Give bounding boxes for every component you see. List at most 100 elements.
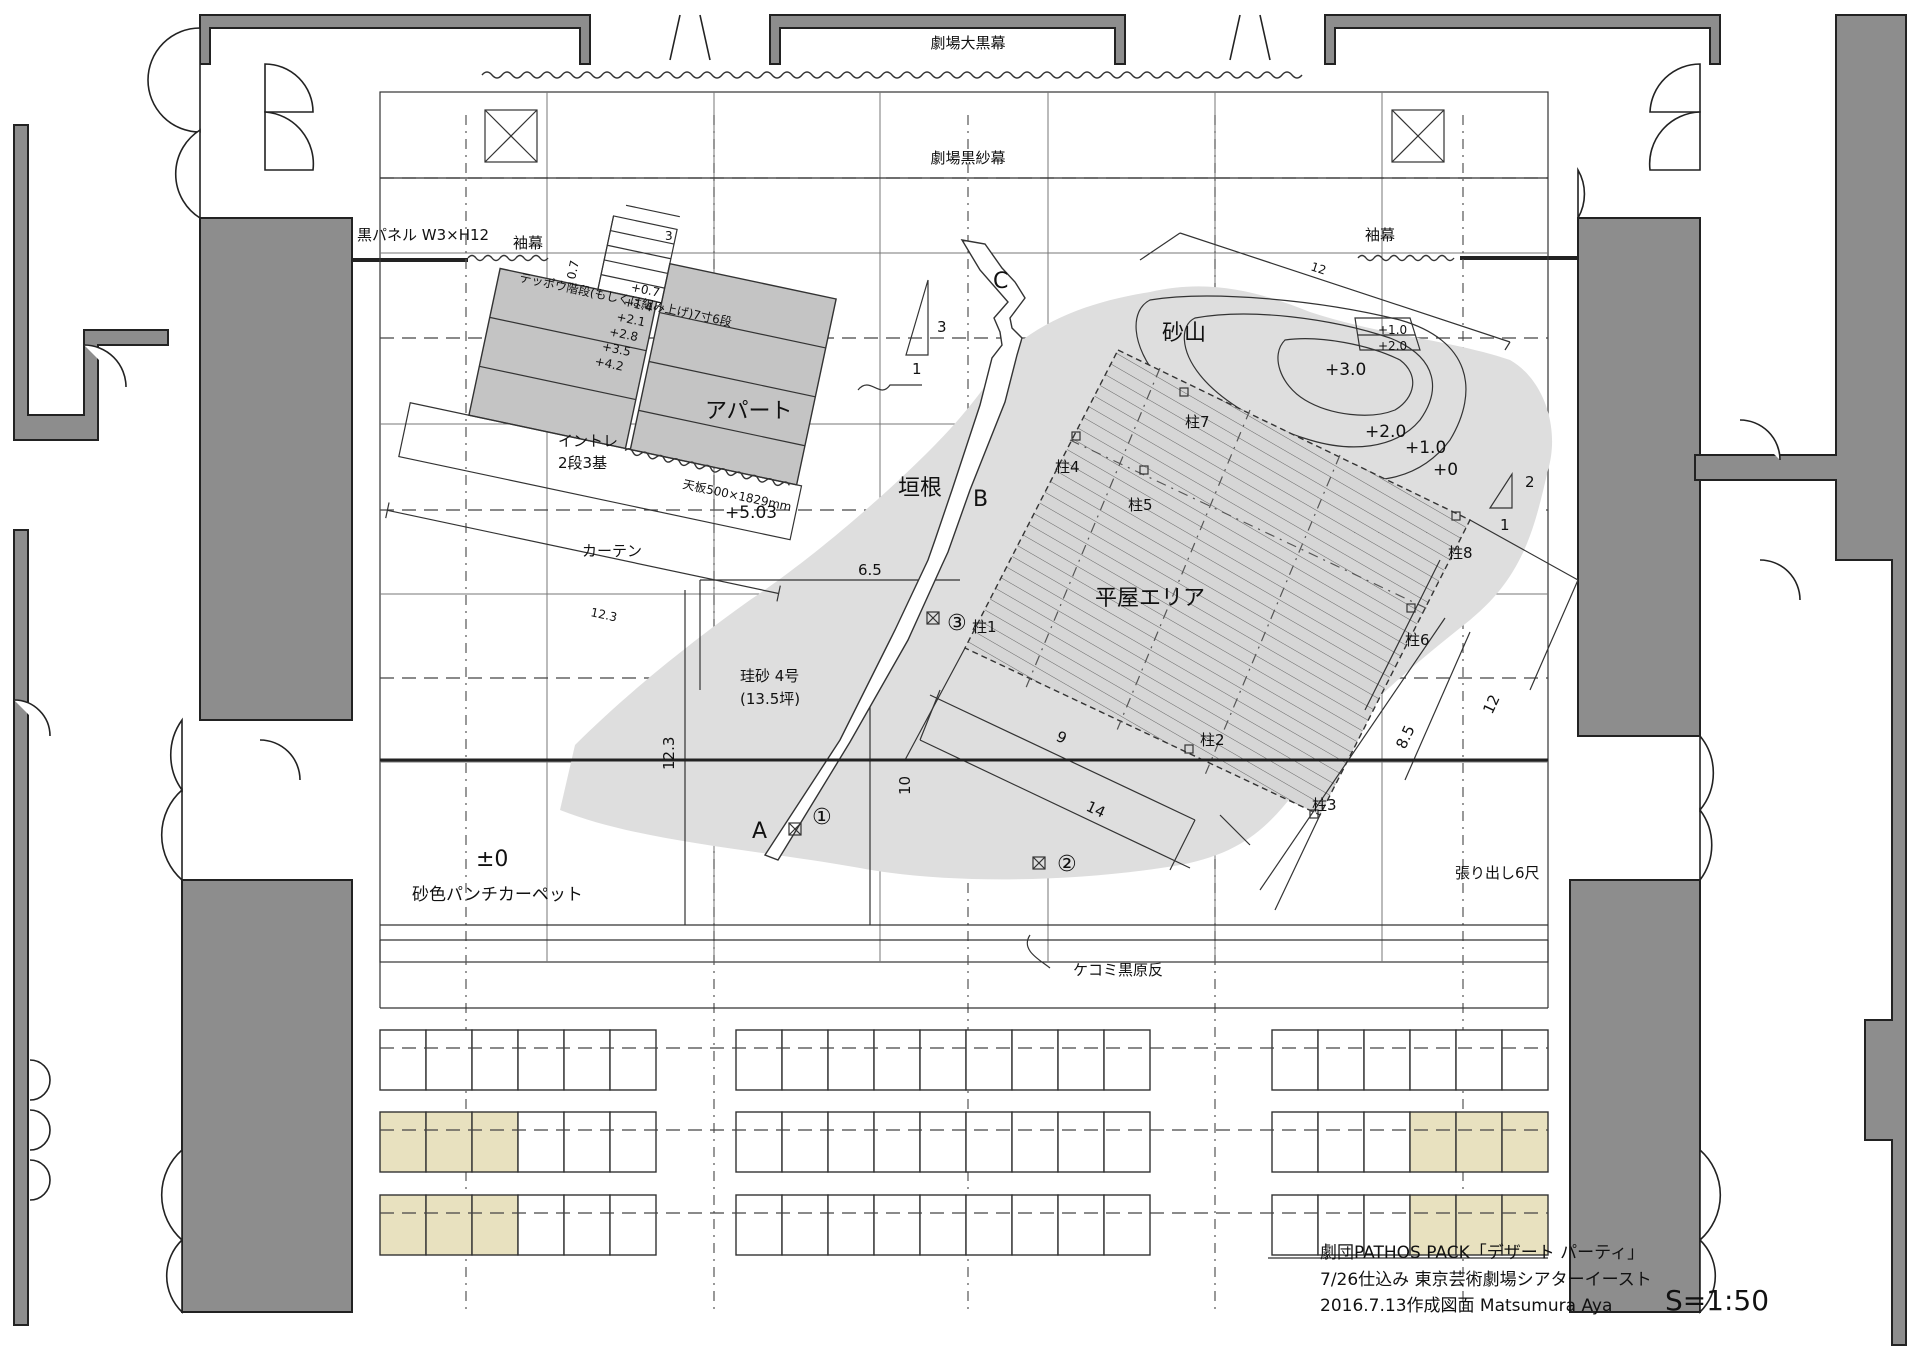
gauze-curtain-label: 劇場黒紗幕 bbox=[930, 149, 1005, 167]
dimension-8-5: 8.5 bbox=[1392, 722, 1418, 751]
seat bbox=[1455, 1111, 1503, 1173]
pillar-1-label: 柱1 bbox=[972, 618, 997, 636]
sand-hill-label: 砂山 bbox=[1162, 321, 1206, 346]
curtains bbox=[380, 71, 1548, 262]
seat bbox=[1455, 1029, 1503, 1091]
seat bbox=[379, 1029, 427, 1091]
seat bbox=[873, 1194, 921, 1256]
seat bbox=[1455, 1194, 1503, 1256]
fence-label: 垣根 bbox=[898, 476, 942, 501]
seat bbox=[1057, 1194, 1105, 1256]
seat bbox=[471, 1029, 519, 1091]
title-line-1: 劇団PATHOS PACK「デザート パーティ」 bbox=[1320, 1242, 1644, 1263]
pillar-3-label: 柱3 bbox=[1312, 796, 1337, 814]
seat bbox=[517, 1029, 565, 1091]
seat bbox=[563, 1111, 611, 1173]
seat bbox=[1409, 1194, 1457, 1256]
curtain-label: カーテン bbox=[582, 542, 642, 560]
seat bbox=[425, 1194, 473, 1256]
stair-step-6: +4.2 bbox=[594, 354, 625, 374]
title-line-3: 2016.7.13作成図面 Matsumura Aya bbox=[1320, 1296, 1612, 1316]
apron-label: 張り出し6尺 bbox=[1455, 864, 1540, 882]
point-b-label: B bbox=[973, 487, 988, 512]
pillar-2-label: 柱2 bbox=[1200, 731, 1225, 749]
mark-2: ② bbox=[1057, 852, 1077, 877]
seat bbox=[1501, 1029, 1549, 1091]
audience-seats bbox=[379, 1029, 1549, 1256]
seat bbox=[1501, 1111, 1549, 1173]
black-panel-label: 黒パネル W3×H12 bbox=[357, 226, 489, 244]
stair-step-3: +2.1 bbox=[615, 310, 646, 330]
seat bbox=[873, 1029, 921, 1091]
seat bbox=[1011, 1111, 1059, 1173]
hill-height-3: +3.0 bbox=[1325, 360, 1366, 380]
theatre-walls bbox=[13, 14, 1907, 1346]
seat bbox=[1271, 1194, 1319, 1256]
seat bbox=[919, 1194, 967, 1256]
seat bbox=[781, 1194, 829, 1256]
seat bbox=[1317, 1111, 1365, 1173]
slope-right-run: 1 bbox=[1500, 516, 1510, 534]
plan-labels: 劇場大黒幕 劇場黒紗幕 黒パネル W3×H12 袖幕 袖幕 3 0.7 テッポウ… bbox=[357, 34, 1540, 979]
seat bbox=[735, 1029, 783, 1091]
mark-1: ① bbox=[812, 805, 832, 830]
seat bbox=[1501, 1194, 1549, 1256]
apartment-structure bbox=[385, 204, 837, 602]
stair-step-5: +3.5 bbox=[601, 339, 632, 359]
sand-label-1: 珪砂 4号 bbox=[740, 667, 799, 685]
seat bbox=[735, 1194, 783, 1256]
doors bbox=[13, 14, 1801, 1314]
seat bbox=[1363, 1029, 1411, 1091]
seat bbox=[1409, 1111, 1457, 1173]
markers bbox=[788, 611, 1046, 870]
point-a-label: A bbox=[752, 819, 767, 844]
seat bbox=[517, 1194, 565, 1256]
pillar-6-label: 柱6 bbox=[1405, 631, 1430, 649]
intore-label-1: イントレ bbox=[558, 432, 618, 450]
stair-step-2: +1.4 bbox=[622, 295, 653, 315]
dimension-6-5: 6.5 bbox=[858, 561, 882, 579]
apartment-length-label: 12.3 bbox=[589, 605, 618, 624]
seat bbox=[827, 1194, 875, 1256]
wing-curtain-right-label: 袖幕 bbox=[1365, 226, 1395, 244]
front-floor bbox=[379, 758, 1549, 1009]
seat bbox=[1011, 1194, 1059, 1256]
seat bbox=[1271, 1029, 1319, 1091]
pillar-4-label: 柱4 bbox=[1055, 458, 1080, 476]
seat bbox=[919, 1111, 967, 1173]
kekomi-label: ケコミ黒原反 bbox=[1073, 961, 1163, 979]
stair-width-label: 3 bbox=[665, 229, 673, 243]
pillar-5-label: 柱5 bbox=[1128, 496, 1153, 514]
seat bbox=[827, 1111, 875, 1173]
seat bbox=[471, 1111, 519, 1173]
dimension-10: 10 bbox=[896, 776, 914, 795]
seat bbox=[609, 1194, 657, 1256]
hill-height-2: +2.0 bbox=[1365, 422, 1406, 442]
seat bbox=[379, 1194, 427, 1256]
pillar-8-label: 柱8 bbox=[1448, 544, 1473, 562]
title-block: 劇団PATHOS PACK「デザート パーティ」 7/26仕込み 東京芸術劇場シ… bbox=[1268, 1242, 1769, 1317]
stair-step-1: +0.7 bbox=[630, 280, 661, 300]
seat bbox=[609, 1111, 657, 1173]
scale-label: S=1:50 bbox=[1665, 1284, 1769, 1317]
seat bbox=[1011, 1029, 1059, 1091]
slope-right-rise: 2 bbox=[1525, 473, 1535, 491]
stair-top-label: 0.7 bbox=[564, 259, 582, 281]
apartment-label: アパート bbox=[705, 399, 793, 424]
seat bbox=[1103, 1194, 1151, 1256]
seat bbox=[965, 1111, 1013, 1173]
seat bbox=[609, 1029, 657, 1091]
apartment-height-label: +5.03 bbox=[725, 503, 777, 523]
hill-height-1: +1.0 bbox=[1405, 438, 1446, 458]
pillar-7-label: 柱7 bbox=[1185, 413, 1210, 431]
main-curtain-label: 劇場大黒幕 bbox=[930, 34, 1005, 52]
seat bbox=[1317, 1029, 1365, 1091]
slope-left-run: 1 bbox=[912, 360, 922, 378]
seat bbox=[965, 1194, 1013, 1256]
seat bbox=[425, 1111, 473, 1173]
seat bbox=[425, 1029, 473, 1091]
seat bbox=[563, 1194, 611, 1256]
seat bbox=[1057, 1111, 1105, 1173]
flat-area bbox=[964, 349, 1579, 911]
